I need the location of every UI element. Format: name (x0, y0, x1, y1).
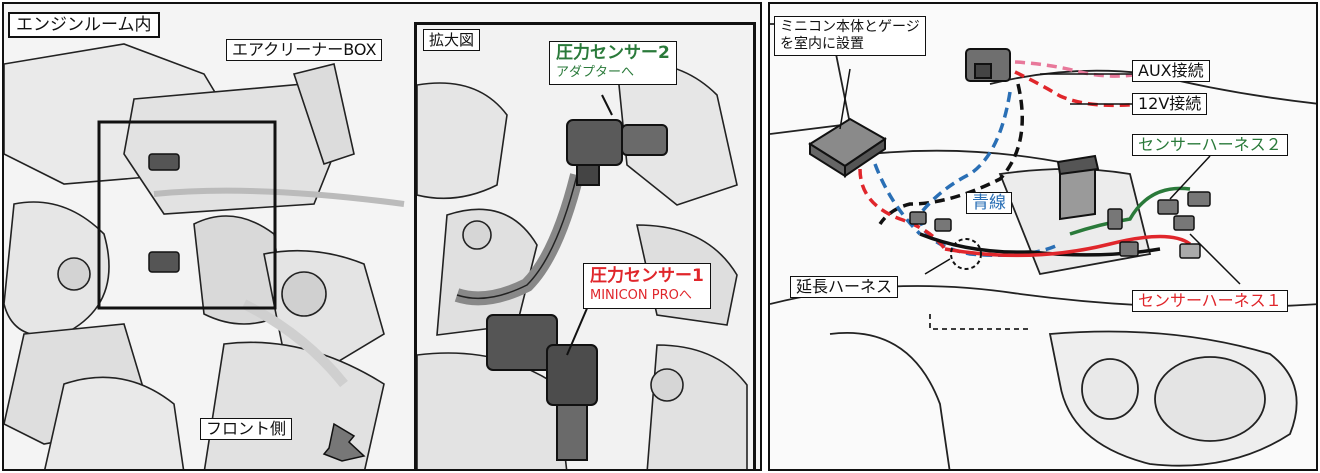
sensor-harness-2-label: センサーハーネス２ (1132, 134, 1288, 156)
minicon-label-line1: ミニコン本体とゲージ (780, 19, 920, 35)
v12-label: 12V接続 (1132, 93, 1208, 115)
sensor2-name: 圧力センサー2 (556, 43, 670, 63)
minicon-label-line2: を室内に設置 (780, 36, 864, 52)
pressure-sensor-1-icon (486, 314, 598, 461)
zoom-region-frame (97, 120, 277, 310)
wiring-illustration (770, 23, 1316, 469)
engine-room-title: エンジンルーム内 (8, 12, 160, 38)
v12-wire (1014, 70, 1141, 108)
engine-room-panel: エンジンルーム内 エアクリーナーBOX フロント側 (2, 2, 762, 471)
blue-wire-label: 青線 (966, 192, 1012, 214)
solenoid-unit-icon (1056, 154, 1100, 221)
front-arrow-icon (322, 422, 366, 462)
pressure-sensor-2-icon (566, 119, 668, 186)
sensor1-name: 圧力センサー1 (590, 266, 704, 286)
sensor1-callout: 圧力センサー1 MINICON PROへ (583, 263, 711, 309)
engine-room-illustration (4, 43, 405, 469)
zoom-inset: 拡大図 圧力センサー2 アダプターへ 圧力センサー1 MINICON PROへ (414, 22, 756, 469)
aux-wire (1014, 60, 1141, 78)
sensor2-callout: 圧力センサー2 アダプターへ (549, 41, 677, 85)
extension-harness-label: 延長ハーネス (790, 276, 899, 298)
minicon-unit-icon (808, 117, 887, 178)
wiring-panel: ミニコン本体とゲージ を室内に設置 AUX接続 12V接続 センサーハーネス２ … (768, 2, 1318, 471)
sensor1-note: MINICON PROへ (590, 288, 692, 303)
zoom-title: 拡大図 (423, 29, 481, 51)
zoom-illustration (417, 62, 748, 469)
gauge-unit-icon (965, 48, 1011, 82)
sensor2-note: アダプターへ (556, 65, 635, 80)
sensor-harness-1-label: センサーハーネス１ (1132, 290, 1288, 312)
front-side-label: フロント側 (200, 418, 293, 440)
air-cleaner-label: エアクリーナーBOX (226, 39, 383, 61)
aux-label: AUX接続 (1132, 60, 1210, 82)
minicon-label: ミニコン本体とゲージ を室内に設置 (774, 16, 926, 56)
junction-marker (950, 238, 982, 270)
